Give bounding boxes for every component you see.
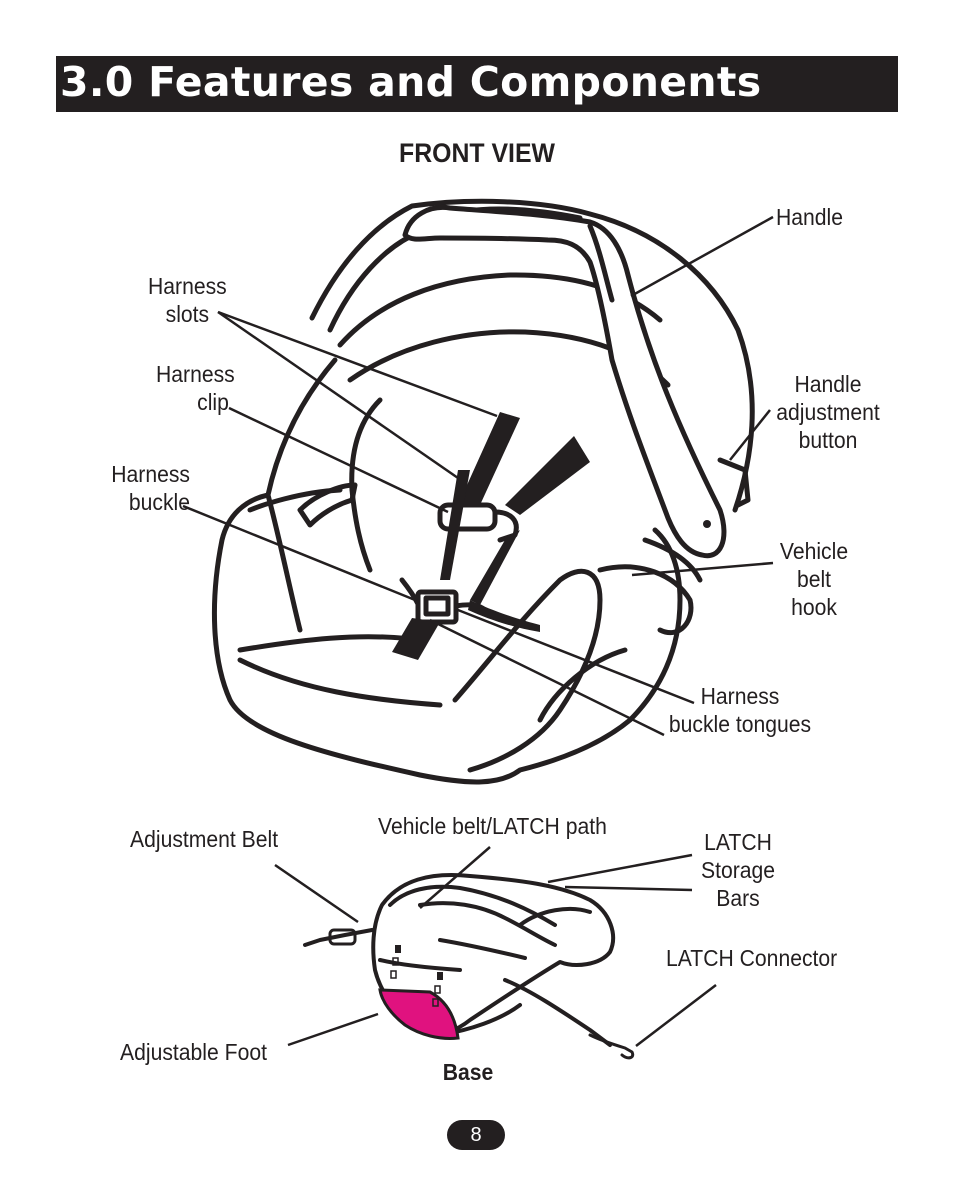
crotch-strap [392, 618, 440, 660]
label-adjustable-foot: Adjustable Foot [120, 1039, 267, 1065]
harness-strap-right [505, 436, 590, 515]
label-adjustment-belt: Adjustment Belt [130, 826, 279, 852]
page-number: 8 [470, 1124, 482, 1146]
label-vehicle-belt-latch-path: Vehicle belt/LATCH path [378, 813, 607, 839]
front-view-heading: FRONT VIEW [399, 138, 555, 168]
label-handle-adjustment-button: Handle adjustment button [776, 371, 880, 453]
label-harness-buckle: Harness buckle [111, 461, 190, 515]
page-number-badge: 8 [447, 1120, 505, 1150]
label-harness-buckle-tongues: Harness buckle tongues [668, 683, 812, 737]
seat-body-outline [211, 357, 683, 785]
handle-shape [402, 204, 727, 559]
title-bar: 3.0 Features and Components [56, 56, 898, 112]
label-harness-clip: Harness clip [156, 361, 235, 415]
label-latch-storage-bars: LATCH Storage Bars [700, 829, 776, 911]
base-caption: Base [442, 1059, 494, 1085]
label-harness-slots: Harness slots [148, 273, 227, 327]
label-latch-connector: LATCH Connector [666, 945, 838, 971]
label-vehicle-belt-hook: Vehicle belt hook [779, 538, 849, 620]
adjustable-foot-highlight [378, 988, 460, 1040]
page-title: 3.0 Features and Components [60, 58, 762, 106]
seat-shell-outline [309, 198, 755, 513]
label-handle: Handle [776, 204, 844, 230]
harness-strap-left [458, 412, 520, 505]
